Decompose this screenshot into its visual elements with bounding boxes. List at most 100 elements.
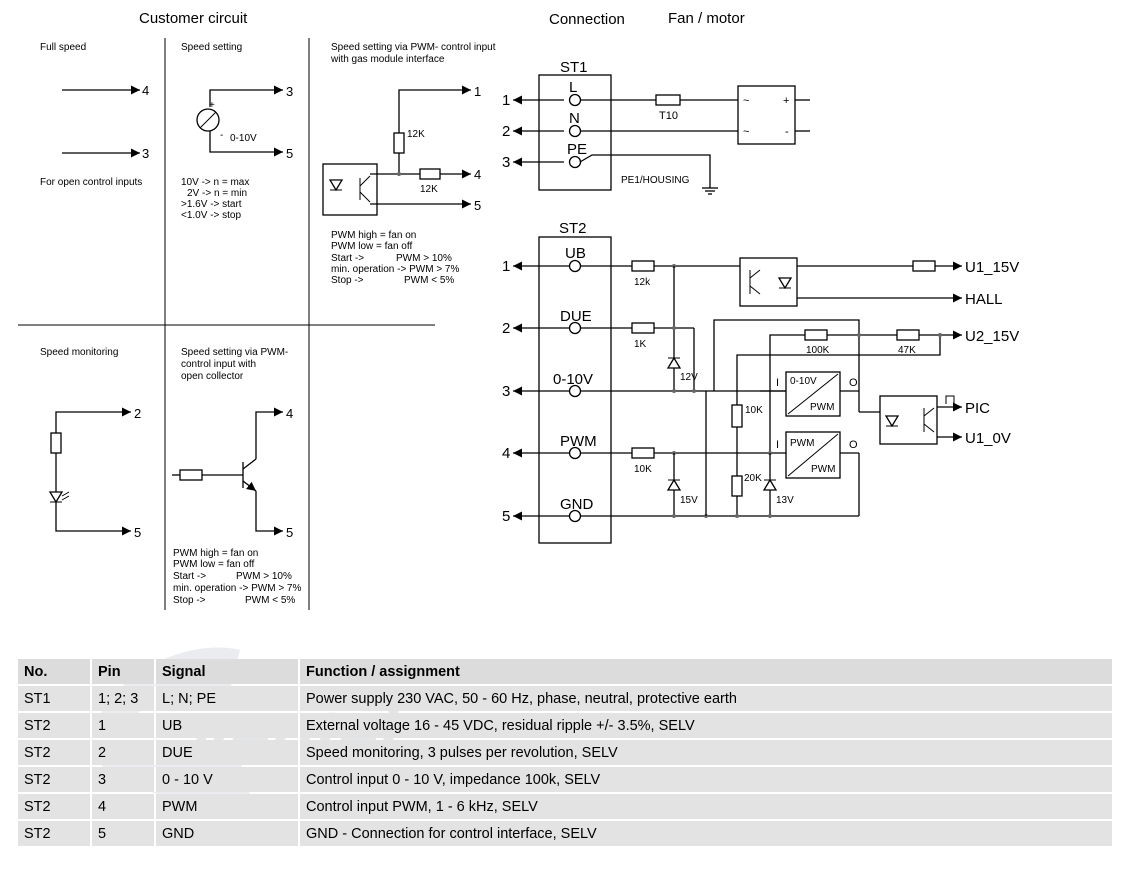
- conv1-out: O: [849, 377, 858, 389]
- cell-signal: DUE: [156, 740, 300, 765]
- pin-assignment-table: No. Pin Signal Function / assignment ST1…: [18, 657, 1112, 848]
- cell-no: ST2: [18, 821, 92, 846]
- pwm-oc-note-5-value: PWM < 5%: [245, 595, 295, 606]
- st1-fuse: T10: [659, 110, 678, 122]
- fuse-icon: [655, 94, 681, 106]
- st1-pin-1: 1: [502, 92, 510, 109]
- cell-no: ST2: [18, 740, 92, 765]
- cell-function: External voltage 16 - 45 VDC, residual r…: [300, 713, 1112, 738]
- r-pwm-label: 10K: [634, 464, 652, 475]
- st2-pin-1: 1: [502, 258, 510, 275]
- pwm-oc-note-3: Start ->: [173, 571, 206, 582]
- r-47k-label: 47K: [898, 345, 916, 356]
- resistor-icon: [50, 432, 62, 454]
- pwm-gas-note-5-value: PWM < 5%: [404, 275, 454, 286]
- col-header-signal: Signal: [156, 659, 300, 684]
- zener-icon: [666, 478, 682, 491]
- pwm-gas-note-2: PWM low = fan off: [331, 241, 412, 252]
- rectifier-icon: [737, 85, 796, 145]
- r-10k-label: 10K: [745, 405, 763, 416]
- cell-pin: 4: [92, 794, 156, 819]
- rect-ac2: ~: [743, 126, 749, 138]
- pwm-oc-note-1: PWM high = fan on: [173, 548, 258, 559]
- pot-plus: +: [209, 100, 215, 111]
- pwm-oc-note-5: Stop ->: [173, 595, 206, 606]
- cell-no: ST1: [18, 686, 92, 711]
- st2-pin-5: 5: [502, 508, 510, 525]
- pwm-oc-note-2: PWM low = fan off: [173, 559, 254, 570]
- resistor-icon: [912, 260, 936, 272]
- st1-pin-l: L: [569, 79, 577, 96]
- full-speed-pin-4: 4: [142, 83, 149, 98]
- zener-icon: [666, 356, 682, 369]
- speed-note-3: >1.6V -> start: [181, 199, 242, 210]
- pwm-gas-r1: 12K: [407, 129, 425, 140]
- conv1-in: I: [776, 377, 779, 389]
- pwm-gas-note-4: min. operation -> PWM > 7%: [331, 264, 459, 275]
- z-pwm-label: 15V: [680, 495, 698, 506]
- cell-pin: 5: [92, 821, 156, 846]
- resistor-icon: [731, 475, 743, 497]
- pwm-gas-pin-4: 4: [474, 167, 481, 182]
- cell-signal: 0 - 10 V: [156, 767, 300, 792]
- cell-function: Power supply 230 VAC, 50 - 60 Hz, phase,…: [300, 686, 1112, 711]
- conv1-bottom: PWM: [810, 402, 834, 413]
- cell-function: GND - Connection for control interface, …: [300, 821, 1112, 846]
- heading-fan-motor: Fan / motor: [668, 10, 745, 27]
- st1-pin-n: N: [569, 110, 580, 127]
- st2-title: ST2: [559, 220, 587, 237]
- st2-pin-2: 2: [502, 320, 510, 337]
- cell-pin: 1; 2; 3: [92, 686, 156, 711]
- st1-block: ST1 1 2 3 L N PE T10 ~ + ~ - PE1/HOUSING: [502, 59, 810, 195]
- st1-pin-pe: PE: [567, 141, 587, 158]
- speed-setting-pin-5: 5: [286, 146, 293, 161]
- pot-label: 0-10V: [230, 133, 257, 144]
- cell-signal: GND: [156, 821, 300, 846]
- cell-pin: 1: [92, 713, 156, 738]
- speed-note-1: 10V -> n = max: [181, 177, 249, 188]
- pwm-oc-pin-5: 5: [286, 525, 293, 540]
- st2-pin-ub: UB: [565, 245, 586, 262]
- cell-signal: L; N; PE: [156, 686, 300, 711]
- table-row: ST1 1; 2; 3 L; N; PE Power supply 230 VA…: [18, 686, 1112, 711]
- conv2-top: PWM: [790, 438, 814, 449]
- heading-connection: Connection: [549, 11, 625, 28]
- st1-pin-2: 2: [502, 123, 510, 140]
- monitor-pin-2: 2: [134, 406, 141, 421]
- out-u2-15v: U2_15V: [965, 328, 1019, 345]
- speed-setting-panel: Speed setting 3 + - 5 0-10V 10V -> n = m…: [181, 42, 293, 221]
- rect-plus: +: [783, 95, 789, 107]
- pwm-gas-note-3-value: PWM > 10%: [396, 253, 452, 264]
- cell-signal: UB: [156, 713, 300, 738]
- led-icon: [48, 491, 64, 504]
- r-due-label: 1K: [634, 339, 647, 350]
- cell-function: Control input 0 - 10 V, impedance 100k, …: [300, 767, 1112, 792]
- st2-pin-3: 3: [502, 383, 510, 400]
- st2-pin-0-10v: 0-10V: [553, 371, 593, 388]
- cell-no: ST2: [18, 794, 92, 819]
- st2-pin-due: DUE: [560, 308, 592, 325]
- table-row: ST2 2 DUE Speed monitoring, 3 pulses per…: [18, 740, 1112, 765]
- st2-block: ST2 1 2 3 4 5 UB DUE 0-10V PWM GND 12k: [502, 220, 1019, 544]
- pwm-oc-panel: Speed setting via PWM- control input wit…: [172, 347, 301, 606]
- zener-icon: [762, 478, 778, 491]
- conv2-bottom: PWM: [811, 464, 835, 475]
- cell-pin: 2: [92, 740, 156, 765]
- cell-no: ST2: [18, 767, 92, 792]
- pwm-gas-pin-1: 1: [474, 84, 481, 99]
- pwm-gas-title-1: Speed setting via PWM- control input: [331, 42, 496, 53]
- pwm-gas-note-3: Start ->: [331, 253, 364, 264]
- full-speed-pin-3: 3: [142, 146, 149, 161]
- pwm-gas-note-1: PWM high = fan on: [331, 230, 416, 241]
- resistor-icon: [631, 447, 655, 459]
- speed-setting-pin-3: 3: [286, 84, 293, 99]
- out-u1-0v: U1_0V: [965, 430, 1011, 447]
- cell-function: Speed monitoring, 3 pulses per revolutio…: [300, 740, 1112, 765]
- pwm-gas-title-2: with gas module interface: [330, 54, 445, 65]
- conv2-in: I: [776, 439, 779, 451]
- pwm-oc-title-2: control input with: [181, 359, 256, 370]
- table-row: ST2 1 UB External voltage 16 - 45 VDC, r…: [18, 713, 1112, 738]
- st2-pin-gnd: GND: [560, 496, 594, 513]
- speed-monitoring-panel: Speed monitoring 2 5: [40, 347, 141, 540]
